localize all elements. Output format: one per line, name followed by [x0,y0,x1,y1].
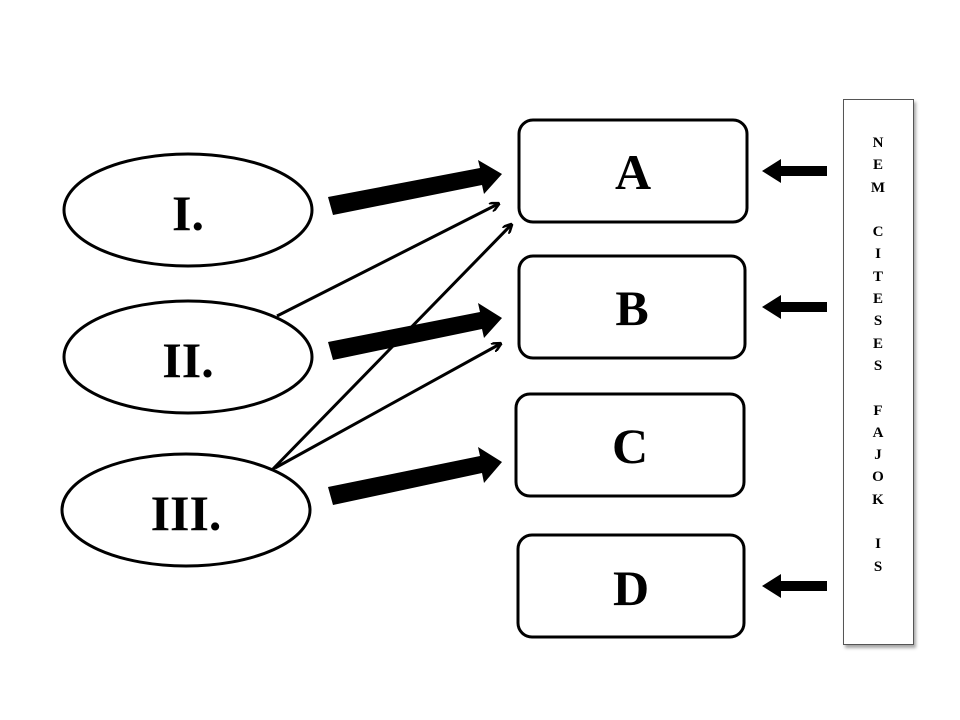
thin-arrow-ii-to-a [276,204,498,318]
side-arrow-to-b [762,295,827,319]
target-label-c: C [612,418,648,474]
source-node-i: I. [62,152,314,268]
target-node-b: B [517,254,747,360]
source-node-iii: III. [60,452,312,568]
thick-arrow-ii-to-b [328,303,502,360]
side-panel: N E M C I T E S E S F A J O K I S [843,99,914,645]
target-label-b: B [615,280,648,336]
target-label-a: A [615,144,651,200]
target-node-c: C [514,392,746,498]
side-arrow-to-d [762,574,827,598]
source-node-ii: II. [62,299,314,415]
target-label-d: D [613,560,649,616]
side-panel-text: N E M C I T E S E S F A J O K I S [870,135,887,575]
thick-arrow-iii-to-c [328,447,502,505]
target-node-a: A [517,118,749,224]
source-label-i: I. [172,185,204,241]
source-label-iii: III. [151,485,222,541]
source-label-ii: II. [162,332,213,388]
thin-arrow-iii-to-b [274,344,500,470]
thick-arrow-i-to-a [328,160,502,215]
thin-arrow-iii-to-a [270,225,511,472]
target-node-d: D [516,533,746,639]
side-arrow-to-a [762,159,827,183]
